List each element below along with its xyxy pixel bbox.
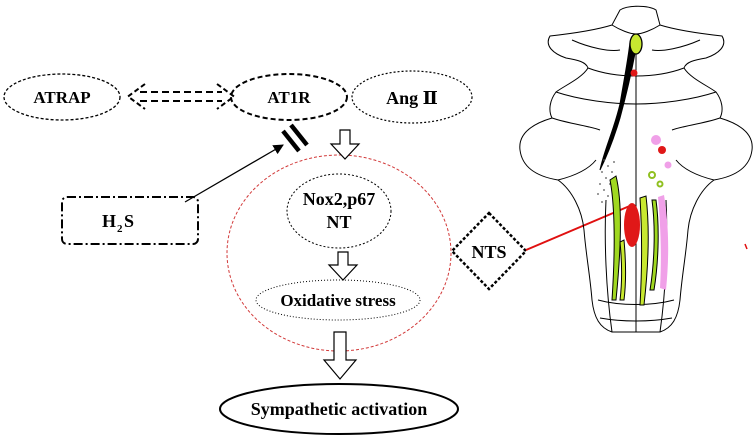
- brainstem-illustration-icon: [519, 5, 753, 333]
- at1r-node: AT1R: [230, 73, 348, 121]
- h2s-label-sub: 2: [117, 223, 123, 235]
- angii-label: Ang Ⅱ: [386, 88, 438, 108]
- red-tick-mark: [744, 243, 748, 250]
- nox2-label-1: Nox2,p67: [303, 189, 376, 209]
- at1r-label: AT1R: [267, 88, 311, 107]
- block-symbol-icon: [281, 123, 309, 153]
- nts-label: NTS: [471, 242, 506, 262]
- h2s-label-s: S: [124, 211, 134, 231]
- h2s-label-h: H: [102, 211, 116, 231]
- sympathetic-activation-label: Sympathetic activation: [251, 399, 427, 419]
- bidirectional-dashed-arrow-icon: [126, 83, 236, 110]
- nts-node: NTS: [450, 211, 528, 291]
- hollow-arrow-icon: [329, 129, 361, 160]
- nox2-label-2: NT: [326, 212, 351, 232]
- angii-node: Ang Ⅱ: [351, 70, 473, 124]
- h2s-node: H 2 S: [61, 196, 199, 245]
- nox2-node: Nox2,p67 NT: [286, 173, 392, 249]
- red-dashed-circle: [226, 154, 452, 352]
- oxidative-stress-label: Oxidative stress: [280, 291, 396, 310]
- hollow-arrow-icon: [327, 251, 359, 281]
- hollow-arrow-icon: [322, 331, 358, 380]
- atrap-label: ATRAP: [33, 88, 90, 107]
- sympathetic-activation-node: Sympathetic activation: [219, 383, 459, 435]
- atrap-node: ATRAP: [3, 73, 121, 121]
- h2s-arrow: [184, 144, 284, 203]
- oxidative-stress-node: Oxidative stress: [255, 279, 421, 321]
